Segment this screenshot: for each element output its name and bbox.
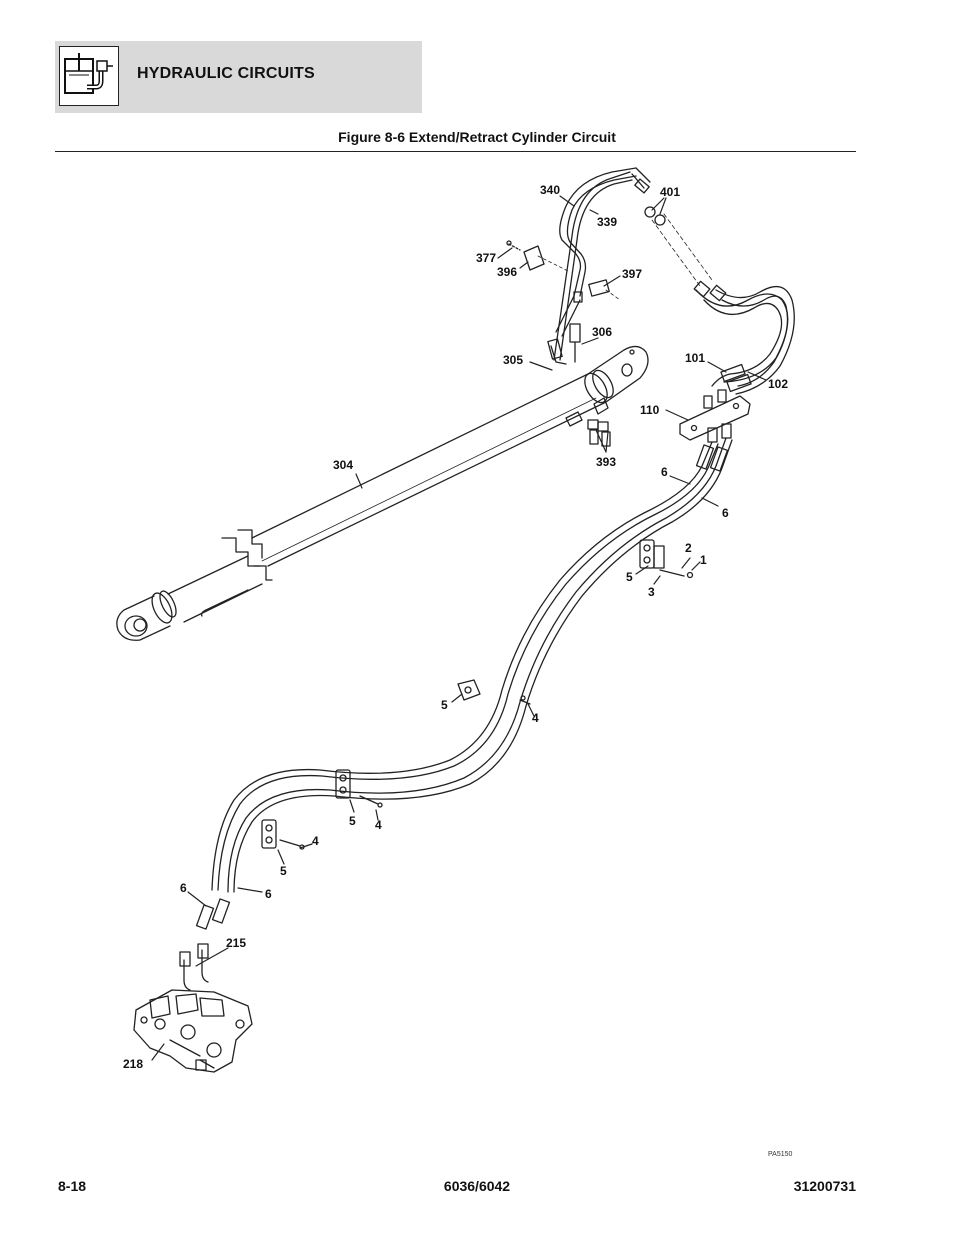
drawing-id: PA5150: [768, 1151, 792, 1158]
callout-110: 110: [640, 403, 660, 417]
callout-102: 102: [768, 377, 788, 391]
callout-340: 340: [540, 183, 560, 197]
callout-5-upper: 5: [626, 570, 633, 584]
callout-304: 304: [333, 458, 353, 472]
callout-5-middle: 5: [441, 698, 448, 712]
callout-6-upper: 6: [661, 465, 668, 479]
callout-215: 215: [226, 936, 246, 950]
callout-4-lower-left: 4: [312, 834, 319, 848]
clamp-middle: [457, 679, 531, 705]
callout-306: 306: [592, 325, 612, 339]
footer-page-number: 8-18: [58, 1178, 87, 1194]
callout-397: 397: [622, 267, 642, 281]
title-rule: [55, 151, 856, 152]
callout-3: 3: [648, 585, 655, 599]
callout-101: 101: [685, 351, 705, 365]
callout-305: 305: [503, 353, 523, 367]
hoses-101-102: [693, 280, 795, 395]
callout-377: 377: [476, 251, 496, 265]
control-valve-218: [133, 989, 253, 1073]
callout-2: 2: [685, 541, 692, 555]
section-title: HYDRAULIC CIRCUITS: [137, 65, 315, 82]
cylinder-304: [116, 345, 649, 641]
clamp-397: [588, 279, 621, 301]
callout-396: 396: [497, 265, 517, 279]
callout-4-middle: 4: [532, 711, 539, 725]
callout-6-upper-right: 6: [722, 506, 729, 520]
callout-6-lower-right: 6: [265, 887, 272, 901]
clamp-396: [506, 240, 571, 273]
footer-manual-number: 31200731: [793, 1178, 856, 1194]
tubes-339-340: [547, 167, 651, 365]
callout-6-lower-left: 6: [180, 881, 187, 895]
clamp-lower-left: [261, 819, 305, 850]
fittings-215: [179, 943, 209, 991]
callout-339: 339: [597, 215, 617, 229]
clamp-lower-middle: [335, 769, 383, 808]
callout-393: 393: [596, 455, 616, 469]
callout-5-lower-left: 5: [280, 864, 287, 878]
callout-4-lower-middle: 4: [375, 818, 382, 832]
callout-1: 1: [700, 553, 707, 567]
leader-lines: [151, 195, 767, 1061]
hoses-6: [195, 437, 733, 930]
callout-5-lower-middle: 5: [349, 814, 356, 828]
manifold-110: [679, 373, 751, 443]
hydraulic-reservoir-icon: [59, 46, 119, 106]
clamp-upper-right: [639, 539, 694, 579]
footer-model: 6036/6042: [443, 1178, 511, 1194]
fittings-401: [644, 206, 713, 287]
callout-218: 218: [123, 1057, 143, 1071]
figure-title: Figure 8-6 Extend/Retract Cylinder Circu…: [338, 129, 616, 145]
callout-401: 401: [660, 185, 680, 199]
callout-labels: 340 339 401 377 396 397 306 305 101 102 …: [123, 183, 792, 1158]
